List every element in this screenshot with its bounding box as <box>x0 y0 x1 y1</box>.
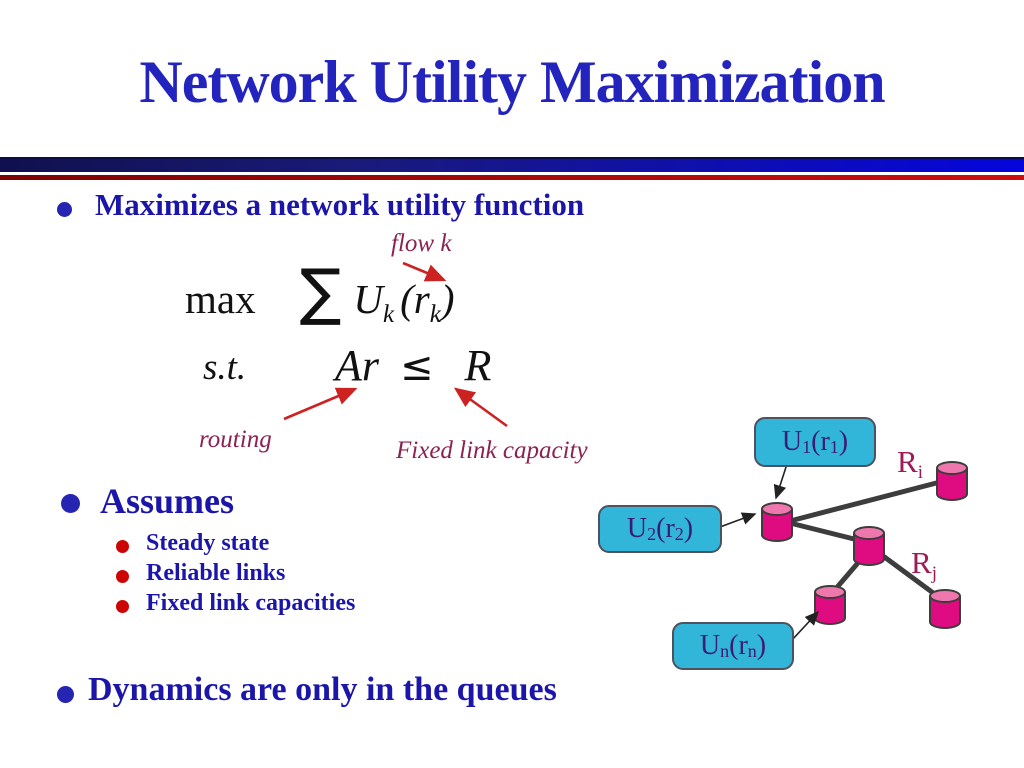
formula-st: s.t. <box>203 347 247 388</box>
formula-lhs: Ar <box>335 341 379 390</box>
formula-paren-close: ) <box>440 276 455 322</box>
annotation-capacity: Fixed link capacity <box>396 437 588 464</box>
divider-blue <box>0 157 1024 172</box>
box-label-sub: 1 <box>802 436 812 457</box>
sub-bullet-reliable-links: Reliable links <box>146 560 286 586</box>
sub-bullet-icon <box>116 570 129 583</box>
leq-symbol: ≤ <box>400 344 434 390</box>
formula-u-sub: k <box>382 300 395 328</box>
formula-max: max <box>185 276 256 322</box>
link-label-sub: i <box>917 461 923 483</box>
box-label: U <box>626 513 648 544</box>
formula-r: r <box>413 276 430 322</box>
link-label-ri: Ri <box>897 444 923 483</box>
bullet-icon <box>57 202 72 217</box>
link-label-base: R <box>897 444 918 479</box>
box-label: ) <box>838 426 849 457</box>
box-label: (r <box>729 630 748 661</box>
box-label: ) <box>683 513 694 544</box>
node-cylinder-icon <box>929 589 961 629</box>
bullet-icon <box>61 494 80 513</box>
box-label: U <box>699 630 721 661</box>
box-label-sub: 2 <box>674 523 684 544</box>
sub-bullet-icon <box>116 540 129 553</box>
sub-bullet-icon <box>116 600 129 613</box>
bullet-icon <box>57 686 74 703</box>
sum-symbol: ∑ <box>299 255 342 328</box>
node-cylinder-icon <box>814 585 846 625</box>
link-label-rj: Rj <box>911 545 937 584</box>
formula-objective: max ∑ U k ( r k ) <box>185 255 455 328</box>
box-label-sub: 2 <box>647 523 657 544</box>
bullet-dynamics: Dynamics are only in the queues <box>88 671 557 708</box>
annotation-flow-k: flow k <box>391 230 452 257</box>
box-label: ) <box>756 630 767 661</box>
formula-r-sub: k <box>429 300 441 328</box>
sub-bullet-steady-state: Steady state <box>146 530 270 556</box>
formula-constraint: Ar ≤ R <box>335 340 491 391</box>
box-label: (r <box>656 513 675 544</box>
box-label: (r <box>811 426 830 457</box>
box-label-sub: n <box>747 640 757 661</box>
box-label-sub: 1 <box>829 436 839 457</box>
node-cylinder-icon <box>936 461 968 501</box>
link-label-base: R <box>911 545 932 580</box>
box-label: U <box>781 426 803 457</box>
bullet-assumes: Assumes <box>100 481 235 521</box>
bullet-maximizes: Maximizes a network utility function <box>95 187 585 222</box>
link-label-sub: j <box>931 562 937 584</box>
box-to-node-arrows-icon <box>719 463 820 641</box>
node-cylinder-icon <box>761 502 793 542</box>
sub-bullet-fixed-capacities: Fixed link capacities <box>146 590 356 616</box>
node-cylinder-icon <box>853 526 885 566</box>
slide-title: Network Utility Maximization <box>139 49 885 115</box>
divider-red <box>0 175 1024 180</box>
box-label-sub: n <box>720 640 730 661</box>
annotation-routing: routing <box>199 426 272 453</box>
formula-paren-open: ( <box>400 276 414 322</box>
formula-rhs: R <box>464 341 492 390</box>
formula-u: U <box>353 276 383 322</box>
